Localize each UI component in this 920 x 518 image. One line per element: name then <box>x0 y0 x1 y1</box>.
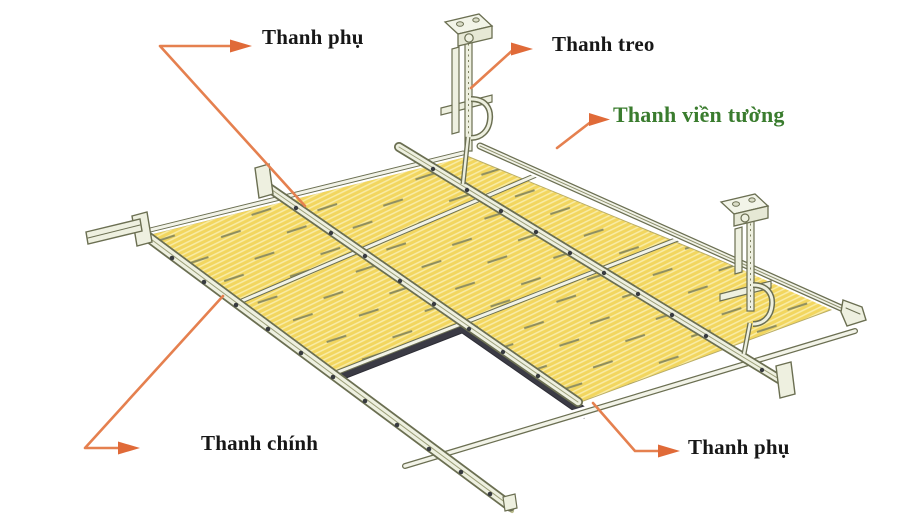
wall-angle-end <box>840 299 867 327</box>
runner-end-cap <box>254 163 274 199</box>
arrowhead <box>230 39 252 53</box>
secondary-tee-2 <box>394 142 796 399</box>
label-wall-angle: Thanh viền tường <box>613 102 785 127</box>
leader-arrows <box>83 39 680 458</box>
label-secondary-bar-bottom: Thanh phụ <box>688 435 790 459</box>
wall-angle-stub-left <box>85 218 143 245</box>
label-secondary-bar-top: Thanh phụ <box>262 25 364 49</box>
runner-holes <box>169 255 493 497</box>
arrow-main-bar <box>83 294 225 455</box>
hanger-bolt <box>740 213 750 223</box>
hanger-flat-bar <box>734 226 743 275</box>
cross-bar-1 <box>234 170 544 306</box>
arrowhead <box>118 441 140 455</box>
hanger-assembly-1 <box>440 13 494 185</box>
label-hanger-rod: Thanh treo <box>552 32 655 56</box>
hanger-assembly-2 <box>719 193 776 355</box>
runner-end-cap <box>775 361 796 399</box>
arrowhead <box>511 42 533 56</box>
runner-holes <box>293 205 541 379</box>
arrow-secondary-bar-bottom <box>591 401 680 458</box>
main-tee <box>131 211 518 513</box>
arrowhead <box>658 444 680 458</box>
hanger-bolt <box>464 33 474 43</box>
hanger-flat-bar <box>451 46 460 135</box>
label-main-bar: Thanh chính <box>201 431 319 455</box>
secondary-tee-1 <box>254 163 583 407</box>
front-edge-rail <box>399 325 861 472</box>
grid-cross-rails <box>137 148 861 472</box>
wall-angle-bar <box>85 140 867 327</box>
cross-bar-2 <box>330 234 686 377</box>
runner-holes <box>430 166 765 373</box>
back-edge-rail <box>137 148 468 237</box>
arrow-secondary-bar-top <box>158 39 307 208</box>
arrow-hanger-rod <box>469 42 533 90</box>
arrowhead <box>589 113 610 126</box>
grid-runners <box>131 142 796 513</box>
arrow-wall-angle <box>555 113 610 150</box>
